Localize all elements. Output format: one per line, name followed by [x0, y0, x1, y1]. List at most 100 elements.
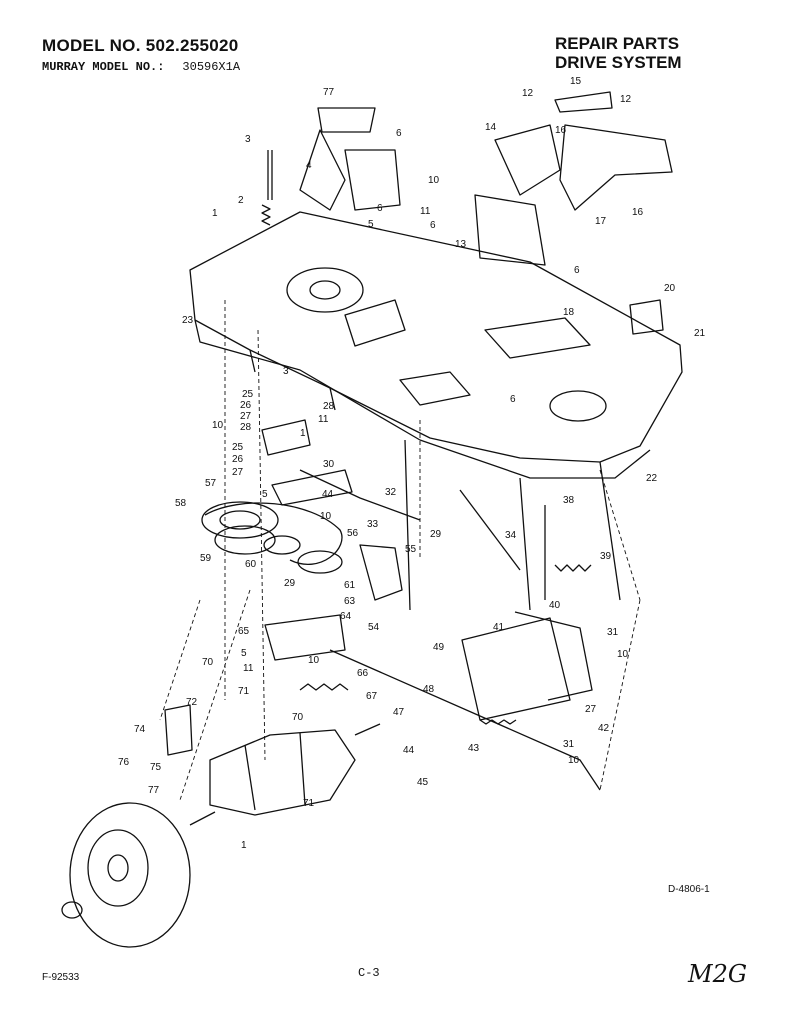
callout-53: 58: [175, 498, 187, 509]
callout-60: 66: [357, 668, 369, 679]
callout-69: 76: [118, 757, 130, 768]
section-title-line1: REPAIR PARTS: [555, 34, 680, 53]
murray-model-label: MURRAY MODEL NO.:: [42, 60, 165, 74]
callout-66: 74: [134, 724, 146, 735]
drawing-number: D-4806-1: [668, 884, 710, 895]
frame-side-rail: [404, 439, 621, 611]
deck-hole: [549, 390, 607, 422]
callout-5a: 5: [368, 219, 374, 230]
callout-42: 45: [417, 777, 429, 788]
callout-5b: 5: [262, 489, 268, 500]
callout-6c: 6: [430, 220, 436, 231]
callout-63b: 70: [292, 712, 304, 723]
callout-48: 55: [405, 544, 417, 555]
section-title-line2: DRIVE SYSTEM: [555, 53, 682, 72]
pulley-55: [263, 535, 301, 555]
deck-cutout-right: [484, 317, 591, 359]
idler-bracket: [261, 419, 311, 456]
callout-32: 32: [385, 487, 397, 498]
pulley-50: [297, 550, 343, 574]
callout-11a: 11: [420, 206, 431, 217]
callout-11c: 11: [243, 663, 254, 674]
callout-21: 21: [694, 328, 706, 339]
frame-deck: [189, 211, 683, 463]
callout-16b: 16: [632, 207, 644, 218]
brake-bracket: [461, 617, 571, 721]
callout-10a: 10: [428, 175, 440, 186]
callout-61: 67: [366, 691, 378, 702]
callout-52: 57: [205, 478, 217, 489]
callout-27b: 27: [232, 467, 244, 478]
callout-33: 33: [367, 519, 379, 530]
transaxle: [209, 729, 356, 816]
drive-belt: [204, 502, 343, 566]
rod-32: [299, 469, 421, 521]
callout-13: 13: [455, 239, 467, 250]
console-bracket: [559, 124, 673, 211]
cable-44: [329, 649, 601, 791]
callout-56: 61: [344, 580, 356, 591]
callout-50: 56: [347, 528, 359, 539]
callout-3: 3: [245, 134, 251, 145]
frame-deck-lower-edge: [194, 319, 651, 479]
quadrant: [494, 124, 561, 196]
callout-26b: 26: [232, 454, 244, 465]
callout-63a: 70: [202, 657, 214, 668]
callout-14: 14: [485, 122, 497, 133]
callout-10c: 10: [320, 511, 332, 522]
model-number-title: MODEL NO. 502.255020: [42, 36, 239, 55]
callout-38: 40: [549, 600, 561, 611]
callout-2: 2: [238, 195, 244, 206]
callout-27a: 27: [240, 411, 252, 422]
callout-6d: 6: [574, 265, 580, 276]
callout-36: 39: [600, 551, 612, 562]
callout-16a: 16: [555, 125, 567, 136]
callout-10d: 10: [617, 649, 629, 660]
callout-27c: 27: [585, 704, 597, 715]
callout-6e: 6: [510, 394, 516, 405]
figure-code: F-92533: [42, 972, 80, 983]
callout-6b: 6: [377, 203, 383, 214]
callout-26a: 26: [240, 400, 252, 411]
rod-34: [459, 489, 521, 571]
callout-25a: 25: [242, 389, 254, 400]
pulley-53: [201, 501, 279, 539]
murray-model-line: MURRAY MODEL NO.: 30596X1A: [42, 60, 240, 74]
callout-17: 17: [595, 216, 607, 227]
callout-29c: 29: [284, 578, 296, 589]
callout-57: 63: [344, 596, 356, 607]
callout-1b: 1: [300, 428, 306, 439]
callout-10b: 10: [212, 420, 224, 431]
callout-54: 59: [200, 553, 212, 564]
callout-10e: 10: [308, 655, 320, 666]
rear-wheel-rim: [87, 829, 149, 907]
callout-6a: 6: [396, 128, 402, 139]
callout-1a: 1: [212, 208, 218, 219]
callout-8: 3: [283, 366, 289, 377]
section-title: REPAIR PARTS DRIVE SYSTEM: [555, 34, 682, 72]
callout-11b: 11: [318, 414, 329, 425]
callout-29b: 29: [430, 529, 442, 540]
callout-18: 18: [563, 307, 575, 318]
shift-lever: [359, 544, 403, 601]
callout-15: 15: [570, 76, 582, 87]
callout-28: 28: [240, 422, 252, 433]
spring-61: [299, 683, 349, 691]
callout-20: 20: [664, 283, 676, 294]
callout-43a: 44: [322, 489, 334, 500]
callout-22: 22: [646, 473, 658, 484]
callout-4: 4: [306, 160, 312, 171]
spring-2: [261, 204, 271, 226]
callout-23: 23: [182, 315, 194, 326]
callout-59: 65: [238, 626, 250, 637]
steering-bushing: [317, 107, 376, 133]
spring-41: [479, 719, 517, 725]
murray-model-value: 30596X1A: [182, 60, 241, 74]
callout-75: 77: [323, 87, 335, 98]
callout-41: 43: [468, 743, 480, 754]
callout-30: 30: [323, 459, 335, 470]
callout-68: 77: [148, 785, 160, 796]
callout-58: 64: [340, 611, 352, 622]
callout-44: 47: [393, 707, 405, 718]
